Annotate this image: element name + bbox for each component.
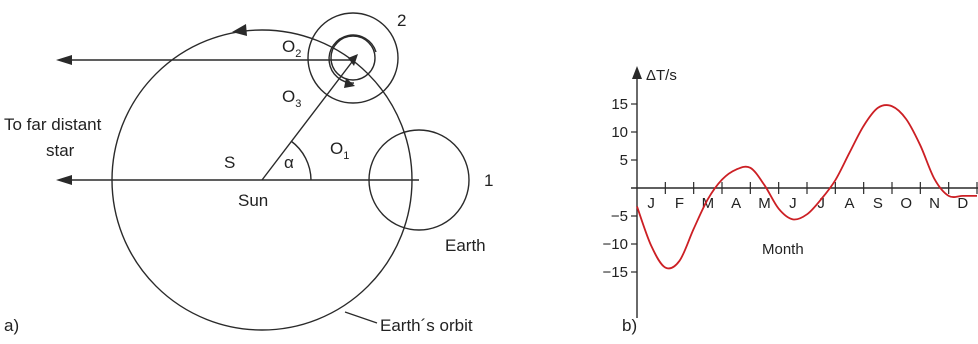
x-tick-label: D	[957, 195, 968, 212]
orbit-direction-arrowhead	[232, 24, 247, 36]
earth-label: Earth	[445, 236, 486, 255]
x-tick-label: O	[900, 195, 912, 212]
orbit-labels: To far distant star S Sun α O1 O2 O3 1 2…	[4, 11, 493, 335]
earth-position-2	[307, 12, 399, 104]
o2-label: O2	[282, 37, 301, 60]
position-2-label: 2	[397, 11, 406, 30]
position-1-label: 1	[484, 171, 493, 190]
radius-arrowhead	[348, 54, 358, 66]
sun-point-label: S	[224, 153, 235, 172]
x-tick-label: A	[844, 195, 854, 212]
alpha-angle-arc	[290, 140, 312, 181]
y-axis-label: ΔT/s	[646, 67, 677, 84]
y-tick-label: −5	[611, 208, 628, 225]
sun-star-arrowhead	[56, 175, 72, 185]
o3-label: O3	[282, 87, 301, 110]
x-tick-label: F	[675, 195, 684, 212]
earth-position-2-inner	[330, 35, 376, 81]
y-tick-label: −10	[603, 236, 628, 253]
series-line	[636, 104, 977, 270]
far-star-label-line2: star	[46, 141, 75, 160]
o1-letter: O	[330, 139, 343, 158]
rotation-arrowhead	[344, 78, 355, 88]
position2-star-arrowhead	[56, 55, 72, 65]
orbit-label: Earth´s orbit	[380, 316, 473, 335]
o1-subscript: 1	[343, 150, 349, 162]
y-axis-arrowhead	[632, 66, 642, 79]
panel-b-label: b)	[622, 316, 637, 335]
orbit-diagram	[66, 12, 470, 331]
o2-letter: O	[282, 37, 295, 56]
sun-earth2-radius	[261, 57, 356, 181]
x-tick-label: J	[647, 195, 655, 212]
o1-label: O1	[330, 139, 349, 162]
rotation-arc	[328, 34, 377, 84]
x-tick-label: J	[789, 195, 797, 212]
orbit-arrowheads	[56, 24, 358, 185]
panel-a-label: a)	[4, 316, 19, 335]
x-tick-label: S	[873, 195, 883, 212]
x-tick-label: M	[702, 195, 715, 212]
y-tick-label: 10	[611, 124, 628, 141]
y-tick-label: 5	[620, 152, 628, 169]
o3-letter: O	[282, 87, 295, 106]
o3-subscript: 3	[295, 98, 301, 110]
y-tick-label: −15	[603, 264, 628, 281]
y-ticks: 15 10 5 −5 −10 −15	[603, 96, 637, 281]
orbit-label-leader	[344, 311, 378, 324]
x-tick-label: N	[929, 195, 940, 212]
x-tick-label: J	[817, 195, 825, 212]
sun-label: Sun	[238, 191, 268, 210]
x-axis-label: Month	[762, 241, 804, 258]
y-tick-label: 15	[611, 96, 628, 113]
x-tick-label: A	[731, 195, 741, 212]
alpha-label: α	[284, 153, 294, 172]
far-star-label-line1: To far distant	[4, 115, 102, 134]
x-tick-label: M	[758, 195, 771, 212]
o2-subscript: 2	[295, 48, 301, 60]
